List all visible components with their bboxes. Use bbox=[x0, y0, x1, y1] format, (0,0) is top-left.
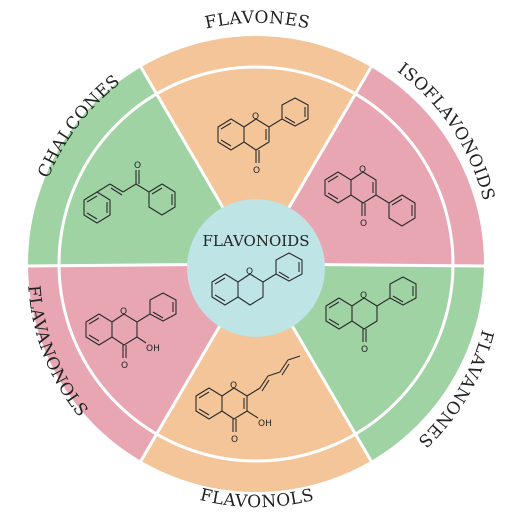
atom-o: O bbox=[231, 435, 238, 445]
segment-flavonols-wedge bbox=[140, 264, 372, 493]
segment-isoflavonoids bbox=[256, 66, 486, 267]
structure-flavonols: O O OH bbox=[195, 355, 301, 445]
inner-ring bbox=[57, 65, 455, 463]
atom-o: O bbox=[360, 219, 367, 229]
atom-oh: OH bbox=[146, 344, 160, 354]
segment-flavanonols bbox=[27, 264, 256, 462]
center-label: FLAVONOIDS bbox=[203, 232, 310, 250]
atom-o: O bbox=[359, 165, 366, 175]
structure-isoflavonoids: O O bbox=[324, 165, 416, 229]
segment-flavonols bbox=[140, 264, 372, 493]
structure-flavanonols: O O OH bbox=[85, 292, 177, 371]
atom-o: O bbox=[360, 291, 367, 301]
label-flavones: FLAVONES bbox=[203, 8, 312, 34]
structure-chalcones: O bbox=[83, 161, 176, 224]
center-hub: FLAVONOIDS O bbox=[187, 199, 325, 337]
atom-o: O bbox=[252, 112, 259, 122]
atom-o: O bbox=[246, 267, 253, 277]
atom-o: O bbox=[121, 361, 128, 371]
atom-o: O bbox=[361, 345, 368, 355]
atom-o: O bbox=[120, 307, 127, 317]
segment-chalcones-wedge bbox=[26, 66, 256, 267]
atom-o: O bbox=[230, 381, 237, 391]
atom-o: O bbox=[134, 161, 141, 171]
atom-o: O bbox=[253, 166, 260, 176]
segment-flavanones-wedge bbox=[256, 264, 485, 462]
outer-ring bbox=[26, 34, 486, 494]
segment-flavanones bbox=[256, 264, 485, 462]
structure-flavones: O O bbox=[217, 97, 309, 176]
segment-chalcones bbox=[26, 66, 256, 267]
atom-oh: OH bbox=[258, 419, 272, 429]
segment-flavanonols-wedge bbox=[27, 264, 256, 462]
structure-flavan-core: O bbox=[211, 252, 303, 306]
segment-isoflavonoids-wedge bbox=[256, 66, 486, 267]
structure-flavanones: O O bbox=[325, 276, 417, 355]
center-circle bbox=[187, 199, 325, 337]
